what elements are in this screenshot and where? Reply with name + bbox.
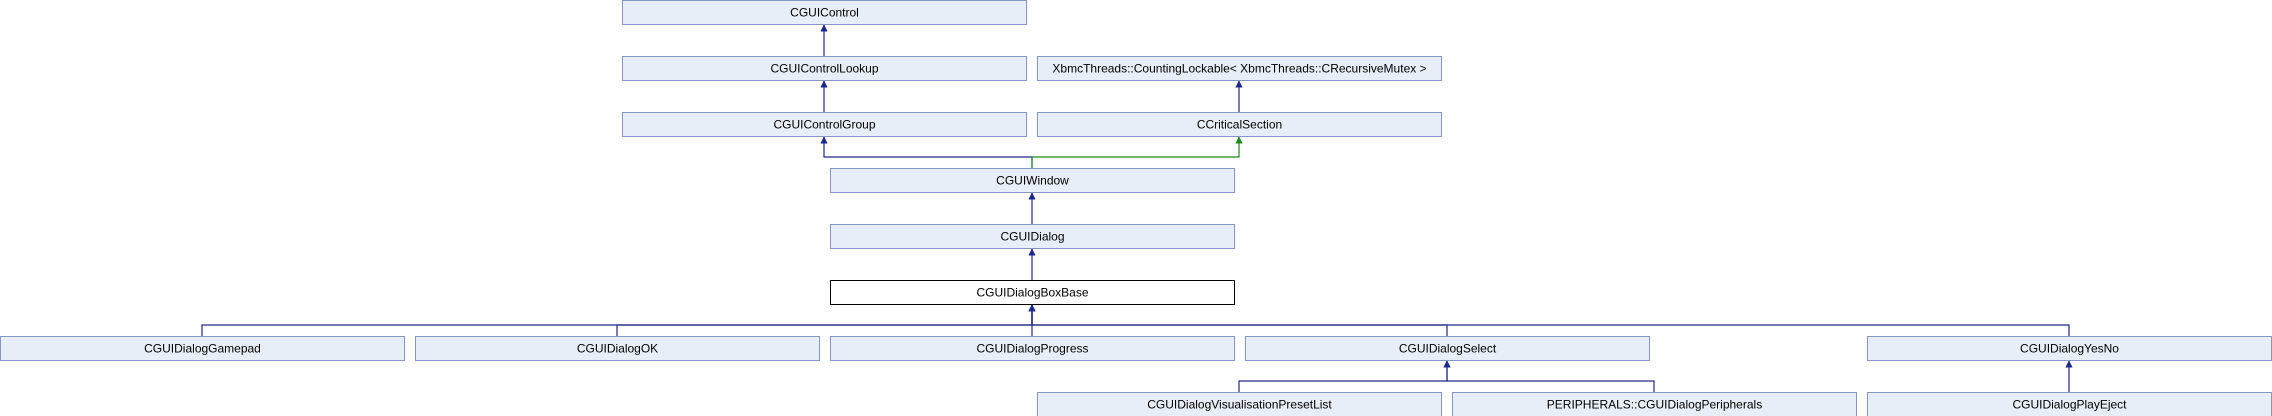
class-node-label: CGUIDialogOK [577, 342, 658, 356]
class-node-box [1452, 392, 1857, 416]
class-node-label: CGUIDialog [1000, 230, 1064, 244]
class-node-cguidialoggamepad[interactable]: CGUIDialogGamepad [0, 336, 405, 361]
class-node-box [830, 224, 1235, 249]
class-node-label: CGUIControlLookup [770, 62, 878, 76]
class-node-cguidialogyesno[interactable]: CGUIDialogYesNo [1867, 336, 2272, 361]
class-node-label: CCriticalSection [1197, 118, 1282, 132]
class-node-visualisationpresetlist[interactable]: CGUIDialogVisualisationPresetList [1037, 392, 1442, 416]
class-node-cguidialogselect[interactable]: CGUIDialogSelect [1245, 336, 1650, 361]
class-node-box [622, 112, 1027, 137]
class-node-box [1037, 56, 1442, 81]
class-node-cguiwindow[interactable]: CGUIWindow [830, 168, 1235, 193]
inheritance-edge-cguiwindow-to-cguicontrolgroup [820, 136, 1033, 168]
inheritance-edges [201, 24, 2073, 392]
inheritance-edge-cguidialogok-to-cguidialogboxbase [616, 304, 1036, 336]
class-node-box [1245, 336, 1650, 361]
class-node-label: CGUIDialogYesNo [2020, 342, 2119, 356]
class-node-label: CGUIDialogProgress [976, 342, 1088, 356]
class-node-label: CGUIDialogGamepad [144, 342, 261, 356]
class-node-box [830, 168, 1235, 193]
class-node-box [830, 336, 1235, 361]
class-node-cguidialogplayeject[interactable]: CGUIDialogPlayEject [1867, 392, 2272, 416]
class-node-label: CGUIWindow [996, 174, 1069, 188]
class-node-label: PERIPHERALS::CGUIDialogPeripherals [1547, 398, 1762, 412]
class-node-box [1037, 392, 1442, 416]
class-node-label: XbmcThreads::CountingLockable< XbmcThrea… [1052, 62, 1426, 76]
class-node-label: CGUIDialogPlayEject [2012, 398, 2127, 412]
inheritance-edge-cguidialogselect-to-cguidialogboxbase [1028, 304, 1448, 336]
class-node-cguicontrolgroup[interactable]: CGUIControlGroup [622, 112, 1027, 137]
class-node-box [622, 56, 1027, 81]
class-node-label: CGUIControlGroup [773, 118, 875, 132]
class-node-cguidialogboxbase[interactable]: CGUIDialogBoxBase [830, 280, 1235, 305]
class-node-cguicontrol[interactable]: CGUIControl [622, 0, 1027, 25]
class-node-peripherals[interactable]: PERIPHERALS::CGUIDialogPeripherals [1452, 392, 1857, 416]
inheritance-edge-visualisationpresetlist-to-cguidialogselect [1238, 360, 1451, 392]
class-node-label: CGUIDialogVisualisationPresetList [1147, 398, 1332, 412]
class-node-box [622, 0, 1027, 25]
class-node-box [830, 280, 1235, 305]
class-node-box [415, 336, 820, 361]
class-node-label: CGUIControl [790, 6, 859, 20]
inheritance-edge-peripherals-to-cguidialogselect [1443, 360, 1655, 392]
class-node-cguidialog[interactable]: CGUIDialog [830, 224, 1235, 249]
class-node-cguidialogprogress[interactable]: CGUIDialogProgress [830, 336, 1235, 361]
class-node-box [1037, 112, 1442, 137]
inheritance-edge-cguiwindow-to-ccriticalsection [1031, 136, 1243, 168]
class-node-box [1867, 336, 2272, 361]
class-node-cguidialogok[interactable]: CGUIDialogOK [415, 336, 820, 361]
class-node-countinglockable[interactable]: XbmcThreads::CountingLockable< XbmcThrea… [1037, 56, 1442, 81]
class-node-box [0, 336, 405, 361]
class-node-label: CGUIDialogSelect [1399, 342, 1497, 356]
inheritance-edge-cguidialogyesno-to-cguidialogboxbase [1028, 304, 2070, 336]
class-node-ccriticalsection[interactable]: CCriticalSection [1037, 112, 1442, 137]
class-node-label: CGUIDialogBoxBase [976, 286, 1088, 300]
class-node-cguicontrollookup[interactable]: CGUIControlLookup [622, 56, 1027, 81]
